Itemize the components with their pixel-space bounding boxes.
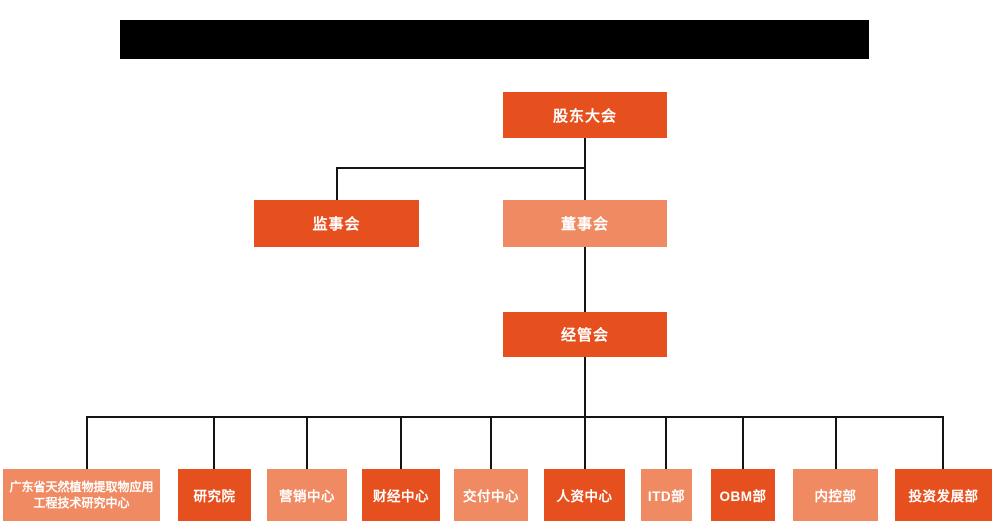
- connector-dept-drop: [86, 416, 88, 469]
- connector-management-drop: [584, 356, 586, 417]
- connector-department-bus: [86, 416, 944, 418]
- connector-dept-drop: [942, 416, 944, 469]
- connector-board-to-management: [584, 246, 586, 312]
- connector-supervisory-drop: [336, 167, 338, 200]
- connector-dept-drop: [665, 416, 667, 469]
- node-dept-investment-development: 投资发展部: [895, 469, 992, 521]
- connector-dept-drop: [835, 416, 837, 469]
- node-dept-internal-control: 内控部: [793, 469, 878, 521]
- connector-dept-drop: [400, 416, 402, 469]
- node-dept-finance-center: 财经中心: [362, 469, 440, 521]
- node-dept-obm: OBM部: [711, 469, 775, 521]
- connector-dept-drop: [584, 416, 586, 469]
- node-supervisory-board: 监事会: [254, 200, 419, 247]
- title-bar-redacted: [120, 20, 869, 59]
- connector-dept-drop: [306, 416, 308, 469]
- node-dept-marketing-center: 营销中心: [267, 469, 347, 521]
- node-dept-delivery-center: 交付中心: [454, 469, 528, 521]
- connector-dept-drop: [742, 416, 744, 469]
- node-dept-research-institute: 研究院: [178, 469, 251, 521]
- node-dept-itd: ITD部: [641, 469, 692, 521]
- connector-dept-drop: [490, 416, 492, 469]
- node-management-committee: 经管会: [503, 312, 667, 357]
- connector-dept-drop: [213, 416, 215, 469]
- node-dept-hr-center: 人资中心: [544, 469, 625, 521]
- node-board-of-directors: 董事会: [503, 200, 667, 247]
- node-shareholders-meeting: 股东大会: [503, 92, 667, 138]
- node-dept-research-center: 广东省天然植物提取物应用工程技术研究中心: [3, 469, 160, 521]
- connector-level2-horizontal: [336, 167, 586, 169]
